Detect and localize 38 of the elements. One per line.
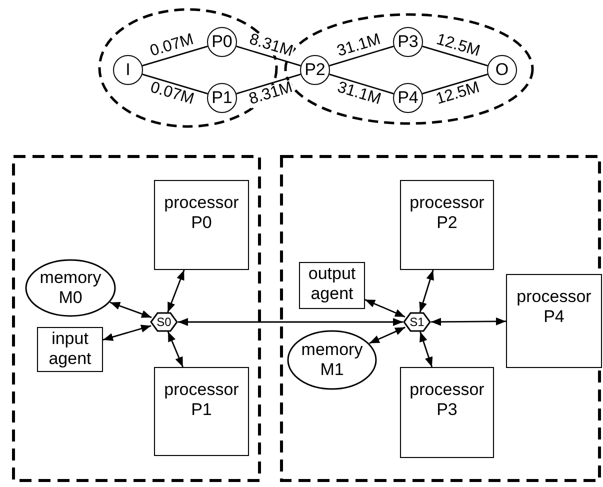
arrow	[364, 299, 406, 318]
processor-box: processor P4	[506, 274, 602, 368]
agent-box: input agent	[37, 327, 103, 372]
graph-node-circle: P0	[207, 27, 237, 57]
connector-line	[329, 46, 394, 66]
connector-line	[236, 46, 301, 66]
arrow	[178, 318, 403, 326]
processor-box: processor P2	[400, 180, 494, 270]
memory-ellipse: memory M0	[25, 259, 116, 317]
processor-box: processor P3	[400, 367, 494, 458]
arrow	[110, 302, 152, 318]
processor-box: processor P0	[154, 180, 249, 270]
switch-hexagon: S0	[150, 312, 178, 332]
arrow	[167, 331, 184, 368]
graph-node-circle: I	[113, 55, 143, 85]
graph-node-circle: P3	[393, 27, 423, 57]
arrow	[369, 326, 406, 344]
connector-line	[329, 74, 394, 94]
processor-box: processor P1	[154, 367, 249, 456]
connector-line	[422, 46, 488, 66]
graph-node-circle: P2	[300, 55, 330, 85]
connector-line	[142, 46, 208, 66]
graph-node-circle: P1	[207, 83, 237, 113]
arrow	[102, 324, 152, 341]
connector-line	[236, 74, 301, 94]
agent-box: output agent	[299, 262, 365, 309]
dashed-group-box	[280, 155, 601, 482]
graph-node-circle: P4	[393, 83, 423, 113]
arrow	[167, 270, 185, 313]
graph-node-circle: O	[487, 55, 517, 85]
connector-line	[422, 74, 488, 94]
arrow	[431, 317, 506, 326]
dashed-group-box	[12, 155, 261, 482]
arrow	[419, 270, 434, 312]
switch-hexagon: S1	[403, 312, 431, 332]
connector-line	[142, 74, 208, 94]
memory-ellipse: memory M1	[287, 330, 377, 390]
arrow	[420, 332, 433, 368]
